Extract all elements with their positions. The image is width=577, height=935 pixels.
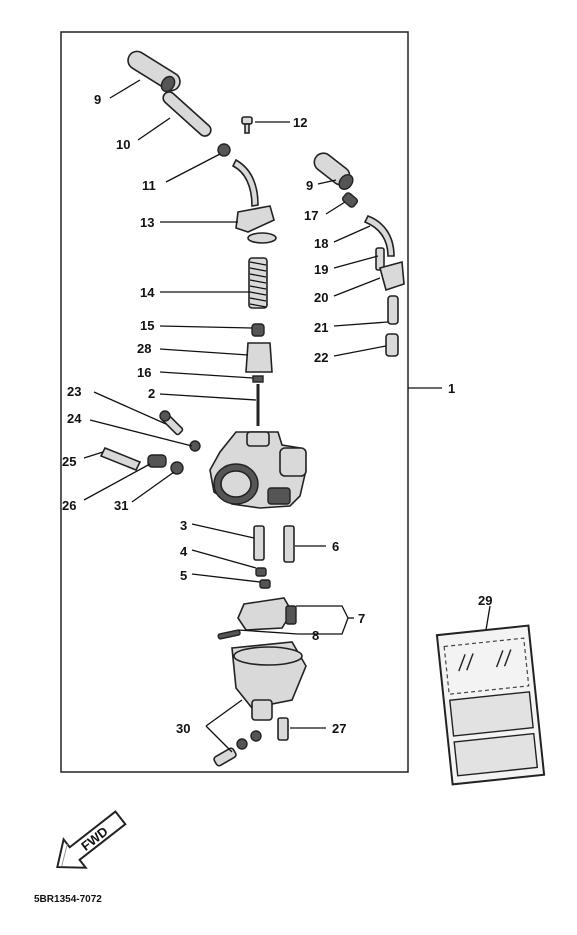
- part-25-pilot-screw: [99, 446, 142, 472]
- spring-coil: [249, 285, 267, 290]
- part-15-seat: [251, 323, 265, 337]
- leader-lines: [83, 79, 491, 753]
- part-4-main-jet: [255, 567, 267, 577]
- label-30: 30: [176, 721, 190, 736]
- spring-coil: [249, 279, 267, 284]
- label-9b: 9: [306, 178, 313, 193]
- label-8: 8: [312, 628, 319, 643]
- label-11: 11: [142, 178, 156, 193]
- part-30-drain-screw: [213, 730, 262, 767]
- part-28-throttle-valve: [245, 342, 273, 373]
- label-24: 24: [67, 411, 82, 426]
- part-8-float-pin: [217, 629, 241, 640]
- label-4: 4: [180, 544, 188, 559]
- label-14: 14: [140, 285, 155, 300]
- label-5: 5: [180, 568, 187, 583]
- spring-coil: [249, 303, 267, 308]
- part-21-spring: [387, 295, 399, 325]
- part-float-bowl: [231, 641, 307, 721]
- label-23: 23: [67, 384, 81, 399]
- spring-coil: [249, 267, 267, 272]
- part-23-screw: [159, 410, 184, 436]
- label-31: 31: [114, 498, 128, 513]
- part-27-screw: [277, 717, 289, 741]
- part-16-clip: [252, 375, 264, 383]
- part-6-jet: [283, 525, 295, 563]
- carburetor-body: [209, 431, 307, 509]
- spring-coil: [249, 297, 267, 302]
- spring-coil: [249, 261, 267, 266]
- part-7-float: [237, 597, 297, 631]
- label-22: 22: [314, 350, 328, 365]
- part-throttle-cable-elbow: [231, 158, 259, 207]
- label-10: 10: [116, 137, 130, 152]
- part-29-gasket-bag: [435, 624, 546, 786]
- part-3-needle-jet: [253, 525, 265, 561]
- label-16: 16: [137, 365, 151, 380]
- label-1: 1: [448, 381, 455, 396]
- label-17: 17: [304, 208, 318, 223]
- part-9-cap-right: [313, 152, 354, 191]
- part-10-boot: [162, 91, 212, 137]
- label-13: 13: [140, 215, 154, 230]
- label-9a: 9: [94, 92, 101, 107]
- label-20: 20: [314, 290, 328, 305]
- label-3: 3: [180, 518, 187, 533]
- label-21: 21: [314, 320, 328, 335]
- spring-coil: [249, 291, 267, 296]
- spring-coil: [249, 273, 267, 278]
- part-17-adjuster: [341, 192, 359, 208]
- label-28: 28: [137, 341, 151, 356]
- part-13-top-cap: [235, 205, 277, 244]
- drawing-code: 5BR1354-7072: [34, 894, 102, 905]
- label-15: 15: [140, 318, 154, 333]
- label-7: 7: [358, 611, 365, 626]
- label-12: 12: [293, 115, 307, 130]
- label-2: 2: [148, 386, 155, 401]
- part-11-nut: [217, 143, 231, 157]
- part-31-washer: [170, 461, 184, 475]
- part-26-spring: [147, 454, 167, 468]
- label-19: 19: [314, 262, 328, 277]
- label-26: 26: [62, 498, 76, 513]
- forward-arrow-icon: FWD: [56, 810, 127, 869]
- label-18: 18: [314, 236, 328, 251]
- part-9-cap-left: [127, 50, 181, 93]
- part-12-screw: [241, 116, 253, 134]
- part-5-washer: [259, 579, 271, 589]
- assembly-frame: [60, 31, 409, 773]
- part-22-plunger: [385, 333, 399, 357]
- part-14-spring: [248, 257, 268, 309]
- label-27: 27: [332, 721, 346, 736]
- label-29: 29: [478, 593, 492, 608]
- part-18-choke-cable: [363, 214, 395, 257]
- label-25: 25: [62, 454, 76, 469]
- part-labels: 9 10 11 12 13 14 15 28 16 2 23 24 25 26 …: [62, 92, 492, 736]
- part-20-plunger-cap: [379, 260, 405, 292]
- label-6: 6: [332, 539, 339, 554]
